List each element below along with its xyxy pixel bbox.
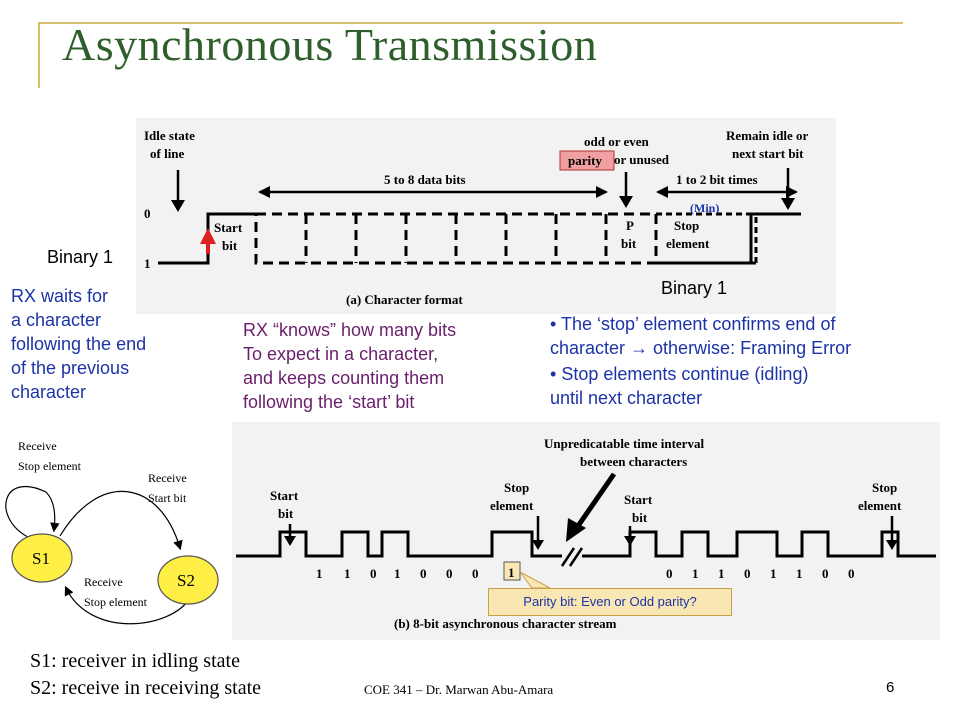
- slide-footer: COE 341 – Dr. Marwan Abu-Amara: [364, 682, 554, 697]
- rx-knows-line: and keeps counting them: [243, 368, 445, 388]
- level-one-label: 1: [144, 256, 151, 271]
- b-stop-element-1-label-2: element: [490, 498, 534, 513]
- bit-value: 1: [316, 566, 323, 581]
- rx-waits-note: RX waits for a character following the e…: [11, 284, 226, 404]
- state-s1-node: [11, 533, 73, 583]
- s2-to-s1-label-1: Receive: [84, 575, 123, 589]
- stream-waveform-2: [582, 530, 936, 558]
- stop-bullet-2-line-2: until next character: [550, 388, 703, 408]
- level-zero-label: 0: [144, 206, 151, 221]
- s2-to-s1-label-2: Stop element: [84, 595, 148, 609]
- start-marker-icon: [200, 228, 216, 244]
- state-s1-label: S1: [32, 549, 50, 568]
- p-bit-label-1: P: [626, 218, 634, 233]
- b-stop-element-2-label-1: Stop: [872, 480, 897, 495]
- p-bit-label-2: bit: [621, 236, 637, 251]
- unpredictable-label-2: between characters: [580, 454, 687, 469]
- parity-annotation-1: odd or even: [584, 134, 650, 149]
- start-bit-label-1: Start: [214, 220, 243, 235]
- bit-value: 0: [848, 566, 855, 581]
- state-legend-s2: S2: receive in receiving state: [30, 677, 262, 699]
- stop-bullets: • The ‘stop’ element confirms end of cha…: [550, 312, 950, 410]
- b-start-bit-2-label-1: Start: [624, 492, 653, 507]
- self-loop-arrow: [5, 485, 60, 539]
- rx-waits-line: a character: [11, 310, 102, 330]
- bit-value: 0: [472, 566, 479, 581]
- bit-value: 1: [344, 566, 351, 581]
- rx-waits-line: of the previous: [11, 358, 130, 378]
- s1-to-s2-label-1: Receive: [148, 471, 187, 485]
- bit-value: 0: [744, 566, 751, 581]
- stop-bullet-1-line-1: The ‘stop’ element confirms end of: [560, 314, 836, 334]
- s1-to-s2-label-2: Start bit: [148, 491, 187, 505]
- slide-page-number: 6: [886, 679, 895, 696]
- state-machine-diagram: Receive Stop element Receive Start bit R…: [5, 439, 219, 625]
- figure-a-caption: (a) Character format: [346, 292, 463, 307]
- idle-state-label-2: of line: [150, 146, 185, 161]
- parity-highlight-box: [559, 150, 615, 171]
- stop-element-label-1: Stop: [674, 218, 699, 233]
- figure-b-caption: (b) 8-bit asynchronous character stream: [394, 616, 617, 631]
- state-legend: S1: receiver in idling state S2: receive…: [30, 648, 261, 702]
- title-frame-left: [38, 22, 40, 88]
- rx-knows-line: To expect in a character,: [243, 344, 439, 364]
- bit-value: 0: [446, 566, 453, 581]
- bit-value: 0: [666, 566, 673, 581]
- self-loop-label-2: Stop element: [18, 459, 82, 473]
- start-bit-label-2: bit: [222, 238, 238, 253]
- stream-waveform-1: [236, 530, 562, 558]
- rx-knows-line: RX “knows” how many bits: [243, 320, 457, 340]
- b-start-bit-1-label-1: Start: [270, 488, 299, 503]
- unpredictable-label-1: Unpredicatable time interval: [544, 436, 704, 451]
- parity-annotation-2: or unused: [614, 152, 670, 167]
- binary-one-right: Binary 1: [661, 278, 728, 298]
- b-start-bit-1-label-2: bit: [278, 506, 294, 521]
- state-s2-label: S2: [177, 571, 195, 590]
- rx-knows-note: RX “knows” how many bits To expect in a …: [243, 318, 533, 414]
- stop-bullet-1-line-2: character → otherwise: Framing Error: [550, 338, 852, 358]
- bit-value: 1: [692, 566, 699, 581]
- character-format-figure: Idle state of line 0 1 5 to 8 data bits …: [136, 118, 836, 314]
- binary-one-left: Binary 1: [47, 247, 114, 267]
- min-label: (Min): [690, 201, 719, 215]
- self-loop-label-1: Receive: [18, 439, 57, 453]
- stop-bullet-2: • Stop elements continue (idling) until …: [550, 362, 950, 410]
- slide-title: Asynchronous Transmission: [62, 19, 598, 70]
- stop-bullet-1: • The ‘stop’ element confirms end of cha…: [550, 312, 950, 360]
- bit-value: 0: [370, 566, 377, 581]
- b-stop-element-2-label-2: element: [858, 498, 902, 513]
- bit-value: 1: [718, 566, 725, 581]
- remain-idle-label-2: next start bit: [732, 146, 804, 161]
- stop-bullet-2-line-1: Stop elements continue (idling): [561, 364, 809, 384]
- b-stop-element-1-label-1: Stop: [504, 480, 529, 495]
- parity-bit-value: 1: [508, 565, 515, 580]
- rx-knows-line: following the ‘start’ bit: [243, 392, 415, 412]
- bit-value: 1: [394, 566, 401, 581]
- title-frame-top: [38, 22, 903, 24]
- remain-idle-label-1: Remain idle or: [726, 128, 809, 143]
- parity-box-label: parity: [568, 153, 602, 168]
- s1-to-s2-arrow: [59, 490, 183, 551]
- rx-waits-line: following the end: [11, 334, 147, 354]
- parity-callout: Parity bit: Even or Odd parity?: [488, 588, 732, 616]
- state-legend-s1: S1: receiver in idling state: [30, 650, 240, 672]
- bit-value: 1: [770, 566, 777, 581]
- bit-value: 0: [420, 566, 427, 581]
- stop-times-label: 1 to 2 bit times: [676, 172, 758, 187]
- s2-to-s1-arrow: [64, 585, 191, 625]
- rx-waits-line: RX waits for: [11, 286, 109, 306]
- data-bits-label: 5 to 8 data bits: [384, 172, 466, 187]
- idle-state-label-1: Idle state: [144, 128, 195, 143]
- bit-value: 0: [822, 566, 829, 581]
- bit-value: 1: [796, 566, 803, 581]
- rx-waits-line: character: [11, 382, 87, 402]
- parity-bit-highlight: [503, 561, 521, 581]
- b-start-bit-2-label-2: bit: [632, 510, 648, 525]
- state-s2-node: [157, 555, 219, 605]
- stop-element-label-2: element: [666, 236, 710, 251]
